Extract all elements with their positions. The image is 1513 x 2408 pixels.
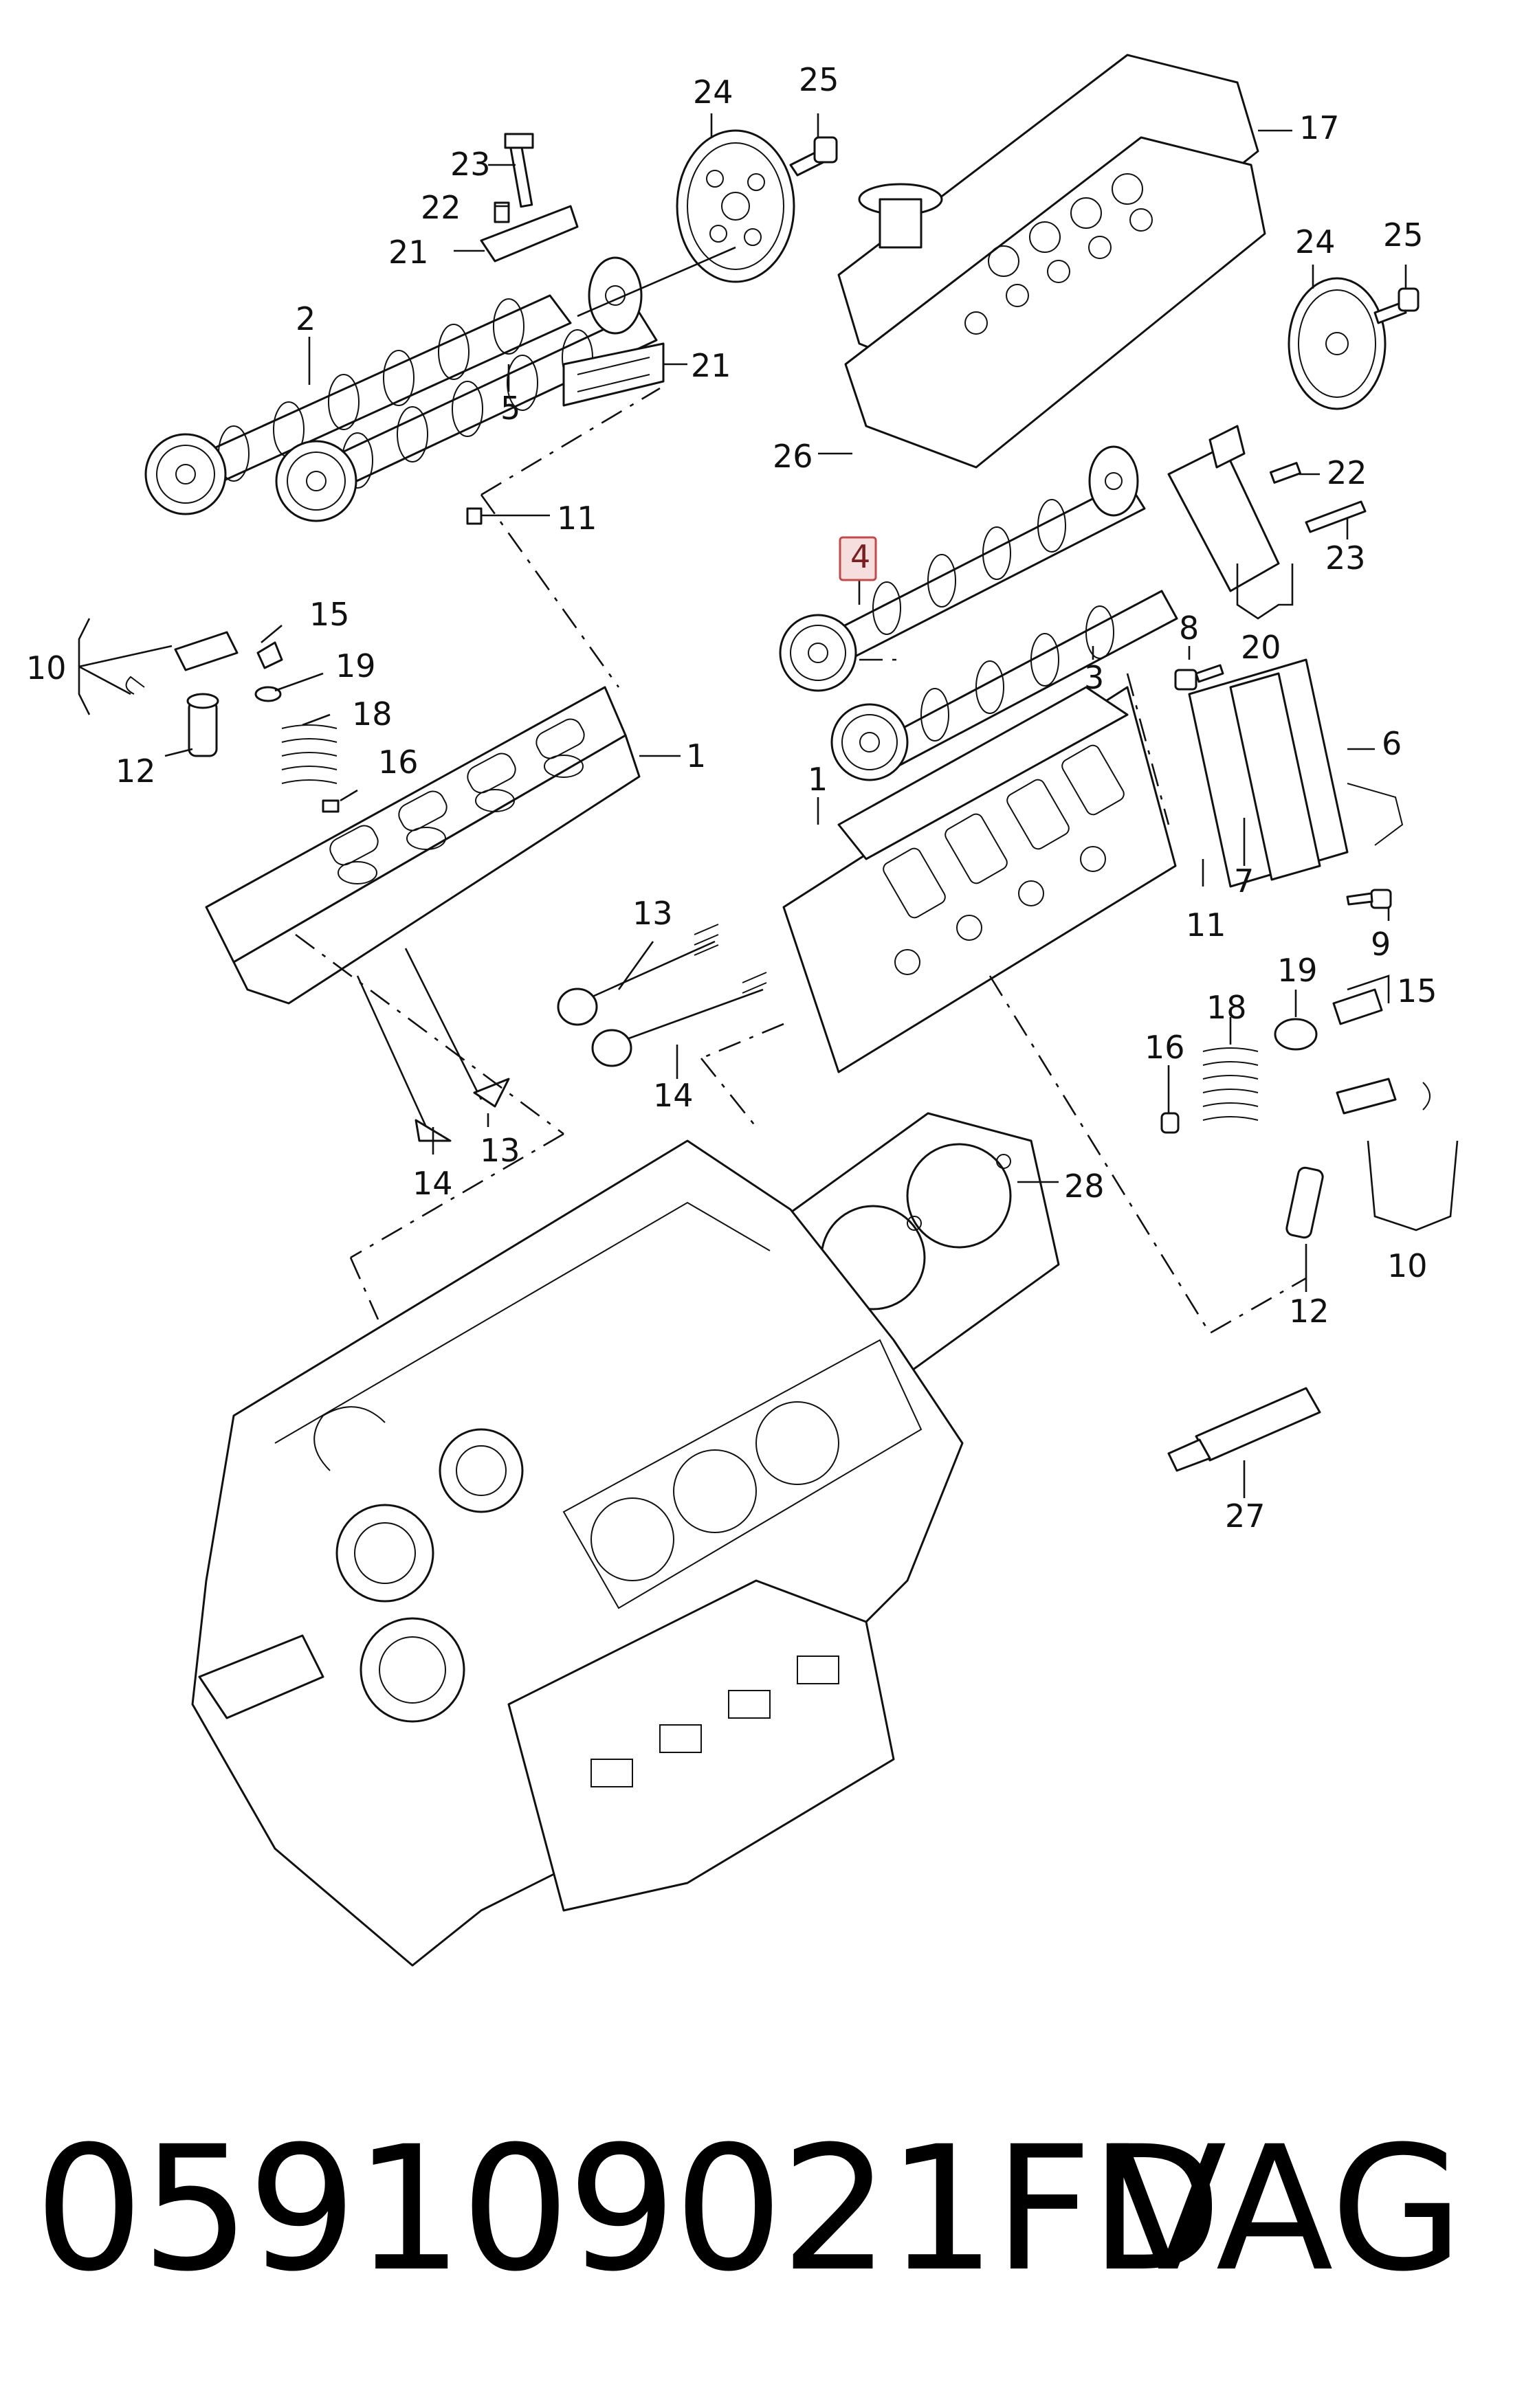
cam-bracket-parts-right — [1167, 425, 1367, 592]
callout-11-right[interactable]: 11 — [1186, 906, 1226, 944]
callout-25-left[interactable]: 25 — [799, 61, 839, 98]
callout-10-right[interactable]: 10 — [1387, 1247, 1428, 1284]
callout-12-left[interactable]: 12 — [115, 752, 156, 790]
callout-5[interactable]: 5 — [500, 390, 520, 427]
callout-22-left[interactable]: 22 — [421, 189, 461, 226]
callout-3[interactable]: 3 — [1084, 659, 1104, 696]
callout-21-top[interactable]: 21 — [388, 234, 429, 271]
leader-lines — [78, 113, 1459, 1498]
callout-13-left[interactable]: 13 — [480, 1132, 520, 1169]
valve-cover — [837, 54, 1266, 469]
footer: 059109021FD VAG — [0, 2096, 1513, 2343]
callout-16-right[interactable]: 16 — [1145, 1029, 1185, 1066]
callout-13-middle[interactable]: 13 — [632, 895, 673, 932]
callout-22-right[interactable]: 22 — [1327, 454, 1367, 491]
callout-2[interactable]: 2 — [296, 300, 316, 337]
callout-18-right[interactable]: 18 — [1206, 989, 1247, 1026]
callout-28[interactable]: 28 — [1064, 1168, 1105, 1205]
right-camshafts — [779, 445, 1178, 781]
cam-bracket-parts-left — [480, 133, 665, 407]
callout-24-right[interactable]: 24 — [1295, 223, 1336, 260]
assembly-lines — [295, 387, 1307, 1335]
callout-14-left[interactable]: 14 — [412, 1165, 453, 1202]
sprocket-left — [676, 129, 838, 283]
callout-1-left[interactable]: 1 — [686, 737, 706, 774]
cylinder-head-right — [782, 686, 1177, 1073]
callout-27[interactable]: 27 — [1225, 1497, 1266, 1535]
valves-middle — [557, 924, 767, 1067]
callout-12-right[interactable]: 12 — [1289, 1293, 1329, 1330]
callout-19-left[interactable]: 19 — [335, 647, 376, 684]
callout-18-left[interactable]: 18 — [352, 695, 393, 733]
callout-11-top[interactable]: 11 — [557, 500, 597, 537]
timing-side-cover — [1174, 658, 1404, 909]
callout-10-left[interactable]: 10 — [26, 649, 67, 687]
highlight-box — [839, 536, 877, 581]
callout-23-left[interactable]: 23 — [450, 146, 491, 183]
callout-7[interactable]: 7 — [1234, 862, 1254, 900]
callout-19-right[interactable]: 19 — [1277, 952, 1318, 989]
callout-20[interactable]: 20 — [1241, 629, 1281, 666]
callout-9[interactable]: 9 — [1371, 926, 1391, 963]
callout-4[interactable]: 4 — [850, 538, 870, 575]
callout-16-left[interactable]: 16 — [378, 744, 419, 781]
left-camshafts — [144, 256, 658, 522]
part-number: 059109021FD — [34, 2109, 1222, 2309]
callout-8[interactable]: 8 — [1179, 610, 1199, 647]
valve-train-right — [1160, 988, 1431, 1239]
callout-14-middle[interactable]: 14 — [653, 1077, 694, 1114]
callouts: 23 22 21 2 5 21 24 25 11 17 24 25 26 22 … — [26, 61, 1437, 1535]
callout-17[interactable]: 17 — [1299, 109, 1340, 146]
callout-15-right[interactable]: 15 — [1397, 972, 1437, 1010]
callout-24-left[interactable]: 24 — [693, 74, 733, 111]
valve-train-left — [125, 631, 340, 813]
callout-21-right[interactable]: 21 — [691, 347, 731, 384]
callout-15-left[interactable]: 15 — [309, 596, 350, 633]
brand-name: VAG — [1109, 2109, 1464, 2309]
callout-26[interactable]: 26 — [773, 438, 813, 475]
sealant-tube — [1167, 1387, 1321, 1472]
cylinder-head-left — [205, 686, 641, 1005]
callout-25-right[interactable]: 25 — [1383, 216, 1424, 254]
callout-23-right[interactable]: 23 — [1325, 539, 1366, 577]
valves-left — [356, 948, 510, 1142]
engine-block — [191, 1139, 964, 1967]
sprocket-right — [1288, 277, 1420, 410]
callout-1-right[interactable]: 1 — [808, 761, 828, 798]
callout-6[interactable]: 6 — [1382, 725, 1402, 762]
